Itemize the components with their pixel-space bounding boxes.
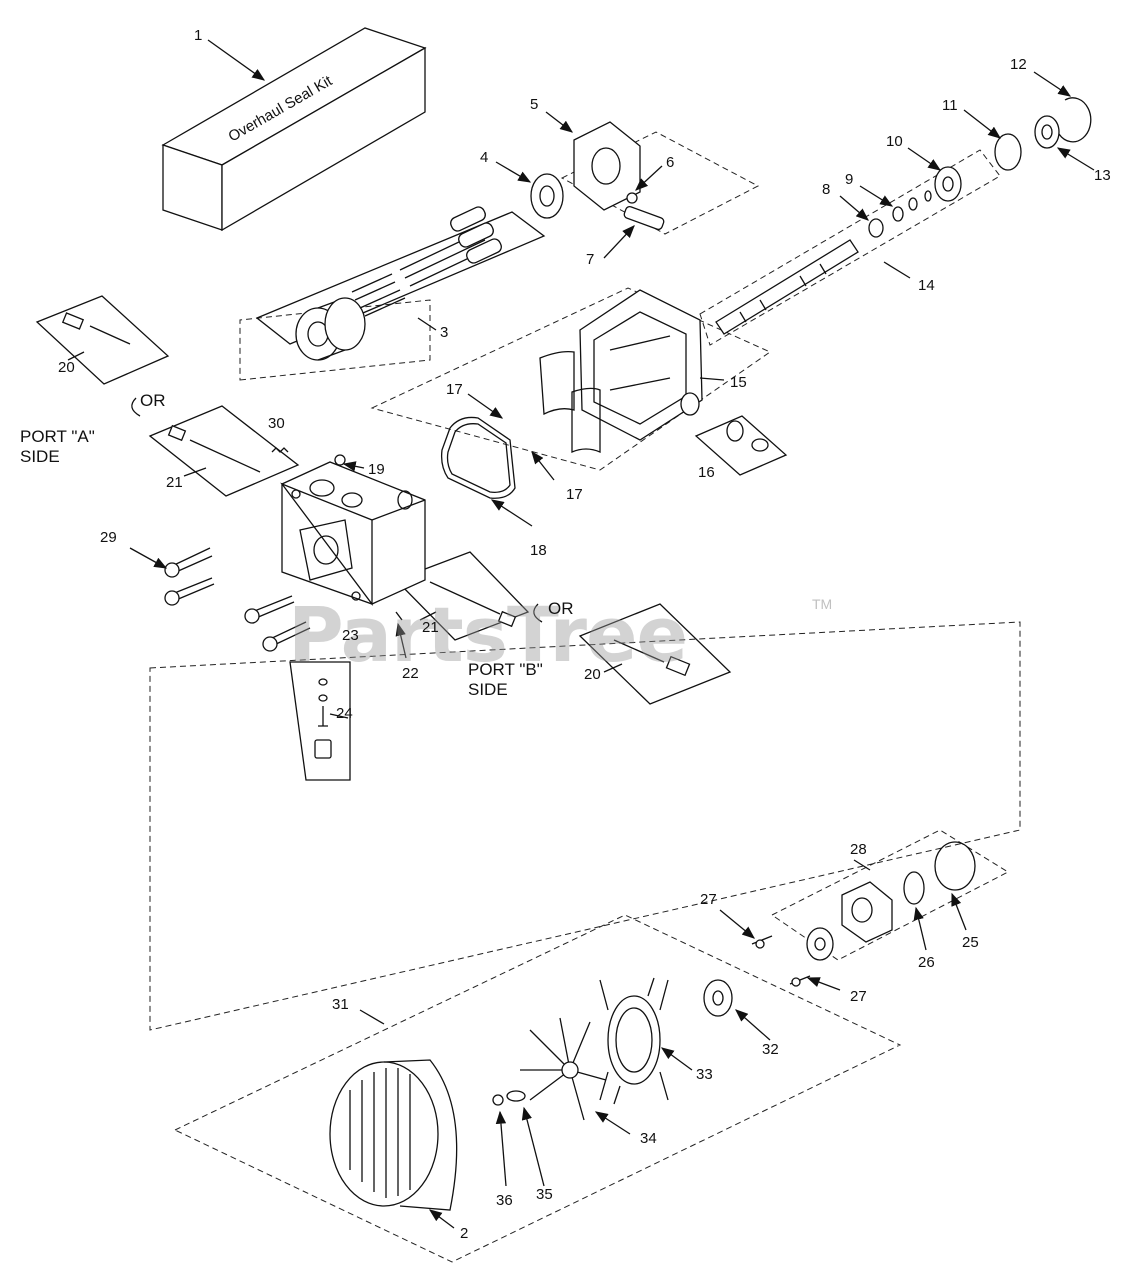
pin-22 xyxy=(395,611,403,621)
callout-7: 7 xyxy=(586,251,595,268)
callout-10: 10 xyxy=(886,133,903,150)
callout-17a: 17 xyxy=(446,381,463,398)
part-group-frames xyxy=(35,211,788,781)
part-6 xyxy=(626,192,638,204)
callout-6: 6 xyxy=(666,154,675,171)
seal-kit-box: Overhaul Seal Kit xyxy=(161,27,427,232)
or-crescent-a xyxy=(131,397,141,417)
watermark: PartsTree xyxy=(288,590,688,679)
gasket-18 xyxy=(440,416,516,499)
callout-1: 1 xyxy=(194,27,203,44)
callout-13: 13 xyxy=(1094,167,1111,184)
callout-34: 34 xyxy=(640,1130,657,1147)
pin-7 xyxy=(623,205,665,231)
port-b-label: PORT "B" SIDE xyxy=(468,660,543,699)
callout-8: 8 xyxy=(822,181,831,198)
callout-3: 3 xyxy=(440,324,449,341)
callout-35: 35 xyxy=(536,1186,553,1203)
callout-21b: 21 xyxy=(422,619,439,636)
callout-22: 22 xyxy=(402,665,419,682)
spring-30 xyxy=(271,447,289,453)
callout-11: 11 xyxy=(942,97,958,114)
or-label-a: OR xyxy=(140,391,166,410)
callout-30: 30 xyxy=(268,415,285,432)
callout-17b: 17 xyxy=(566,486,583,503)
callout-18: 18 xyxy=(530,542,547,559)
thrust-plates-17 xyxy=(539,350,601,453)
center-section-5 xyxy=(573,121,641,211)
callout-36: 36 xyxy=(496,1192,513,1209)
callout-16: 16 xyxy=(698,464,715,481)
housing-15 xyxy=(579,289,703,441)
screw-19 xyxy=(334,454,346,466)
o-ring-16 xyxy=(751,438,769,452)
bolts-29 xyxy=(164,547,311,652)
bearing-4 xyxy=(530,173,564,219)
callout-23: 23 xyxy=(342,627,359,644)
seal-16 xyxy=(726,420,744,442)
callout-20a: 20 xyxy=(58,359,75,376)
callout-24: 24 xyxy=(336,705,353,722)
callout-12: 12 xyxy=(1010,56,1027,73)
callout-28: 28 xyxy=(850,841,867,858)
callout-26: 26 xyxy=(918,954,935,971)
shaft-parts xyxy=(868,97,1092,238)
trademark-mark: TM xyxy=(812,596,833,612)
bypass-valve-24 xyxy=(314,678,332,759)
end-cap-block xyxy=(280,461,426,606)
callout-33: 33 xyxy=(696,1066,713,1083)
callout-29: 29 xyxy=(100,529,117,546)
callout-2: 2 xyxy=(460,1225,469,1242)
callout-19: 19 xyxy=(368,461,385,478)
port-a-label: PORT "A" SIDE xyxy=(20,427,95,466)
cylinder-block-assembly xyxy=(295,206,502,361)
callout-4: 4 xyxy=(480,149,489,166)
callout-21a: 21 xyxy=(166,474,183,491)
shaft-14 xyxy=(715,239,859,335)
valve-assemblies xyxy=(61,312,691,677)
callout-arrows xyxy=(67,39,1095,1229)
or-label-b: OR xyxy=(548,599,574,618)
motor-assembly xyxy=(329,841,976,1211)
callout-27b: 27 xyxy=(850,988,867,1005)
callout-5: 5 xyxy=(530,96,539,113)
callout-32: 32 xyxy=(762,1041,779,1058)
or-crescent-b xyxy=(533,603,543,623)
callout-27a: 27 xyxy=(700,891,717,908)
callout-20b: 20 xyxy=(584,666,601,683)
callout-14: 14 xyxy=(918,277,935,294)
callout-15: 15 xyxy=(730,374,747,391)
assembly-outlines xyxy=(149,131,1021,1263)
callout-31: 31 xyxy=(332,996,349,1013)
callout-25: 25 xyxy=(962,934,979,951)
callout-9: 9 xyxy=(845,171,854,188)
